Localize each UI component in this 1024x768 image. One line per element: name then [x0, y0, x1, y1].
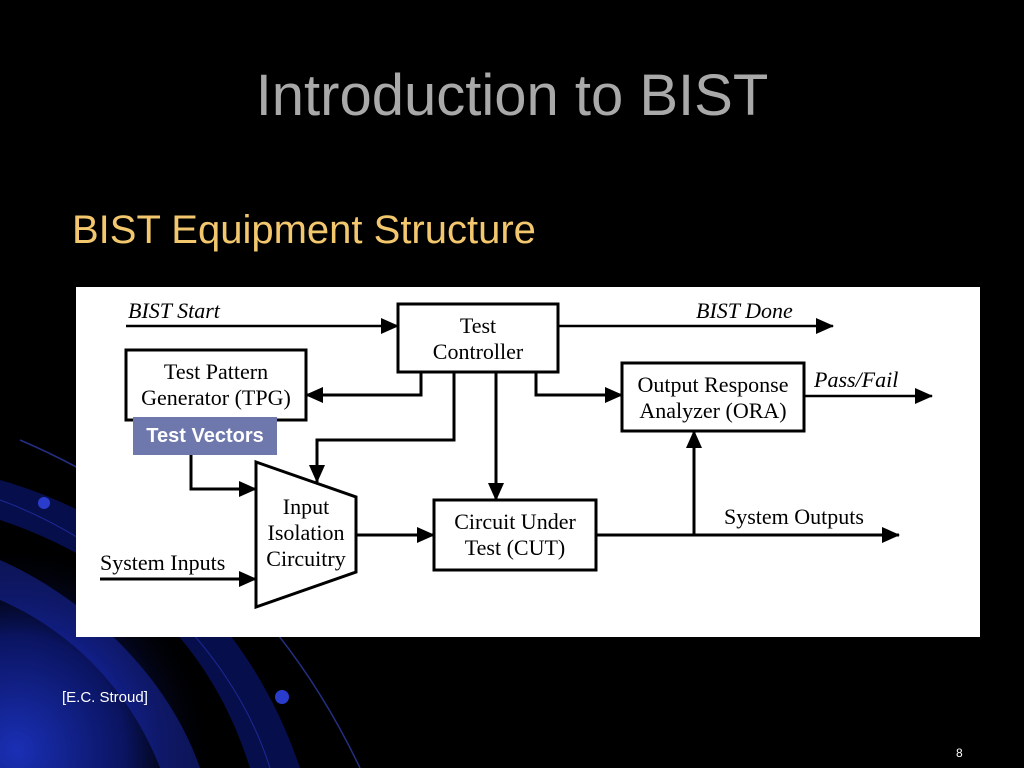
bist-done-label: BIST Done — [696, 298, 793, 323]
system-outputs-label: System Outputs — [724, 504, 864, 529]
page-number: 8 — [956, 746, 963, 760]
ora-label-1: Output Response — [638, 372, 789, 397]
citation: [E.C. Stroud] — [62, 689, 148, 706]
test-vectors-arrow — [189, 455, 257, 497]
controller-to-isolation-arrow — [309, 372, 456, 483]
controller-to-tpg-arrow — [305, 372, 423, 403]
controller-to-ora-arrow — [534, 372, 623, 403]
test-controller-box — [396, 302, 560, 374]
bist-start-label: BIST Start — [128, 298, 221, 323]
test-controller-label-1: Test — [460, 313, 496, 338]
ora-label-2: Analyzer (ORA) — [639, 398, 786, 423]
input-isolation-label-1: Input — [283, 494, 329, 519]
input-isolation-label-3: Circuitry — [266, 546, 345, 571]
tpg-label-1: Test Pattern — [164, 359, 268, 384]
tpg-box — [124, 348, 308, 422]
slide-title: Introduction to BIST — [255, 63, 769, 128]
input-isolation-label-2: Isolation — [268, 520, 345, 545]
pass-fail-label: Pass/Fail — [813, 367, 898, 392]
bist-diagram: Test Controller Test Pattern Generator (… — [76, 287, 980, 637]
input-isolation-block — [254, 459, 358, 610]
section-subtitle: BIST Equipment Structure — [72, 208, 536, 252]
test-controller-label-2: Controller — [433, 339, 524, 364]
test-vectors-badge: Test Vectors — [133, 417, 277, 455]
cut-label-2: Test (CUT) — [465, 535, 566, 560]
cut-label-1: Circuit Under — [454, 509, 576, 534]
system-inputs-label: System Inputs — [100, 550, 225, 575]
tpg-label-2: Generator (TPG) — [141, 385, 291, 410]
